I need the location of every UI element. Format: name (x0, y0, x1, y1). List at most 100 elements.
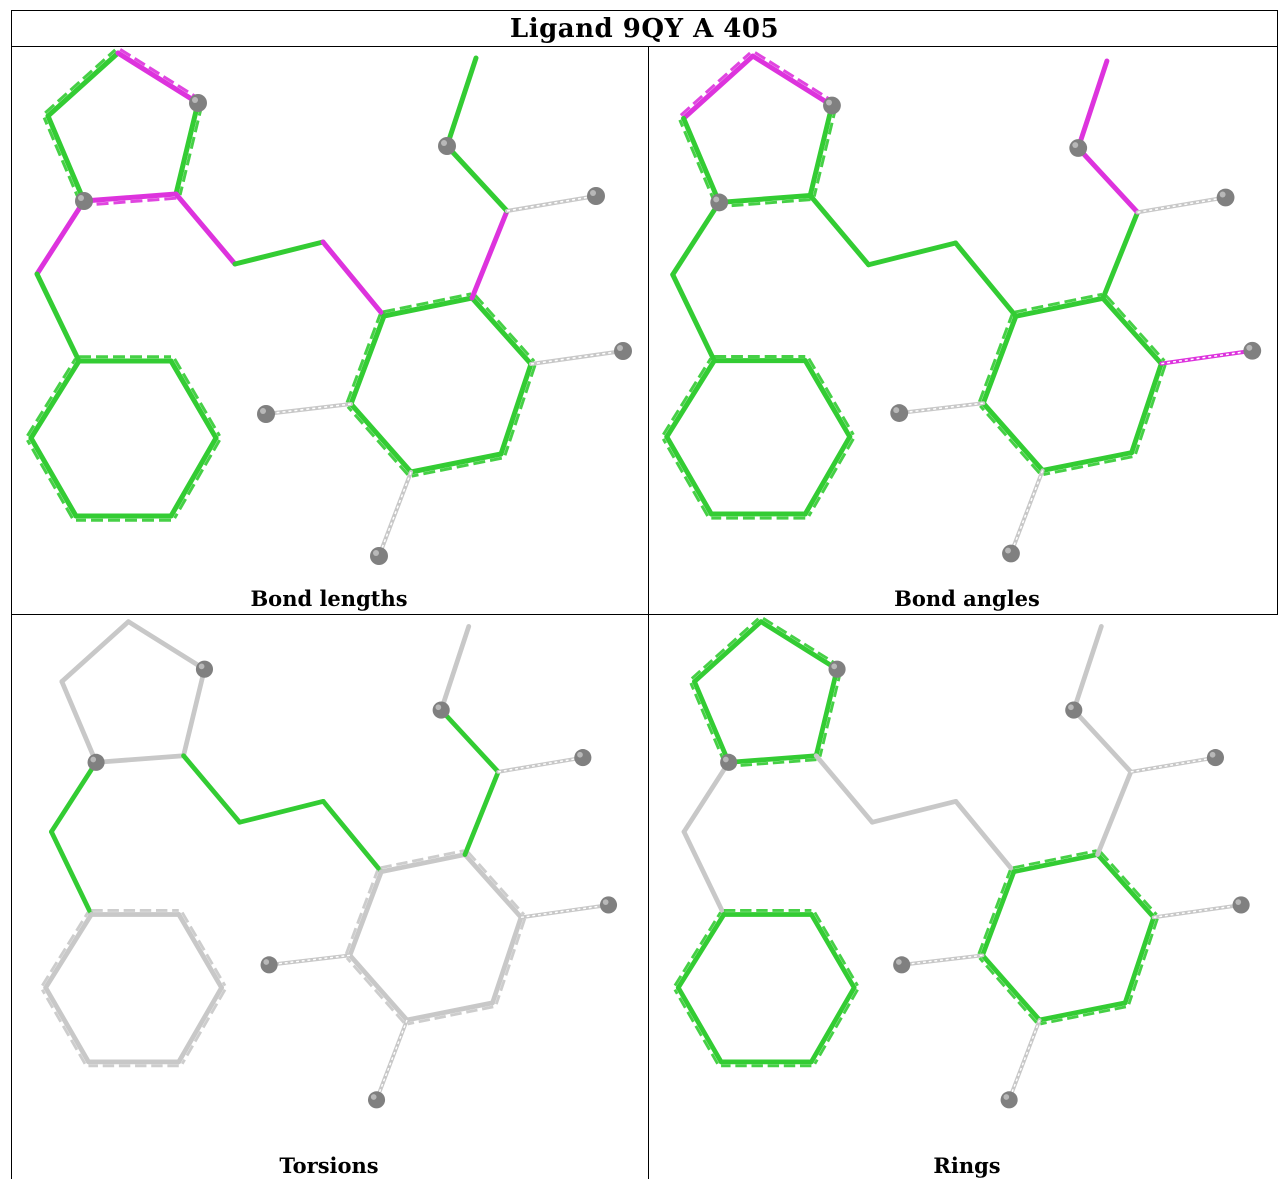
aromatic-dash (807, 357, 855, 436)
chain-bond (1075, 145, 1141, 215)
ring-bond (378, 852, 468, 875)
atom-sphere (370, 547, 388, 565)
ring-bond (115, 50, 201, 106)
chain-bond (869, 798, 959, 825)
atom-sphere (189, 94, 207, 112)
ring-bond (347, 952, 410, 1023)
aromatic-dash (1040, 1005, 1127, 1026)
atom-highlight (590, 190, 596, 196)
atom-highlight (192, 97, 198, 103)
atom-sphere (720, 753, 738, 771)
ring-bond (809, 912, 857, 991)
atom-highlight (373, 550, 379, 556)
atom-sphere (75, 192, 93, 210)
ring-bond (462, 852, 524, 920)
aromatic-dash (661, 438, 709, 517)
atom-highlight (198, 663, 205, 670)
chain-bond (469, 208, 510, 301)
aromatic-dash (1012, 849, 1098, 870)
aromatic-dash (407, 1005, 494, 1026)
chain-bond (1075, 58, 1110, 151)
aromatic-dash (503, 364, 537, 456)
atom-sphere (87, 753, 105, 771)
ring-bond (980, 400, 1046, 473)
ring-bond (381, 295, 475, 319)
atom-highlight (831, 663, 838, 670)
ring-bond (498, 361, 534, 457)
ring-bond (664, 358, 717, 440)
aromatic-dash (662, 357, 713, 436)
panel-rings (673, 617, 1250, 1109)
atom-highlight (260, 408, 266, 414)
atom-sphere (823, 96, 841, 115)
chain-bond (1095, 769, 1134, 857)
frame-top (11, 10, 1278, 11)
chain-bond (34, 271, 82, 364)
chain-bond (444, 143, 510, 214)
ring-bond (980, 313, 1019, 406)
aromatic-dash (673, 988, 719, 1065)
ring-bond (43, 912, 94, 991)
aromatic-dash (813, 911, 859, 987)
ring-bond (802, 358, 853, 440)
ring-bond (168, 358, 219, 441)
atom-highlight (617, 345, 623, 351)
ring-bond (348, 313, 387, 407)
ring-bond (726, 753, 819, 765)
aromatic-dash (679, 51, 752, 117)
ring-bond (1095, 852, 1157, 920)
aromatic-dash (40, 988, 87, 1065)
aromatic-dash (41, 911, 90, 987)
atom-sphere (587, 187, 605, 205)
title-divider (11, 46, 1278, 47)
ring-bond (813, 666, 840, 759)
aromatic-dash (1014, 292, 1103, 314)
substituent-stripe (1008, 1019, 1041, 1101)
atom-highlight (1219, 191, 1226, 198)
ring-bond (802, 434, 853, 517)
atom-sphere (599, 896, 618, 914)
caption-rings: Rings (933, 1153, 1001, 1178)
ring-bond (28, 358, 82, 441)
caption-bond-lengths: Bond lengths (250, 586, 408, 611)
ring-bond (692, 619, 764, 684)
atom-highlight (1209, 751, 1216, 758)
ring-bond (404, 1000, 495, 1023)
ring-bond (807, 103, 835, 198)
substituent-stripe (265, 403, 352, 415)
ring-bond (93, 753, 186, 765)
atom-sphere (260, 956, 278, 974)
chain-bond (866, 240, 959, 268)
aromatic-dash (474, 294, 536, 363)
aromatic-dash (812, 106, 838, 197)
atom-highlight (441, 140, 447, 146)
chain-bond (953, 798, 1017, 875)
atom-highlight (1235, 899, 1242, 905)
atom-highlight (370, 1094, 377, 1100)
chain-bond (438, 707, 501, 775)
ring-bond (59, 679, 99, 765)
atom-sphere (614, 342, 632, 360)
ring-bond (980, 869, 1017, 958)
aromatic-dash (678, 119, 717, 205)
atom-highlight (577, 751, 583, 758)
chain-bond (49, 829, 94, 917)
aromatic-dash (978, 314, 1014, 403)
atom-sphere (257, 405, 275, 423)
panel-torsions (40, 619, 618, 1109)
aromatic-dash (690, 617, 760, 680)
atom-highlight (78, 195, 84, 201)
atom-sphere (710, 193, 729, 212)
substituent-stripe (901, 954, 983, 966)
ring-bond (45, 113, 87, 204)
substituent-stripe (269, 954, 350, 966)
atom-sphere (893, 956, 911, 974)
chain-bond (49, 759, 99, 835)
aromatic-dash (84, 196, 177, 207)
ring-bond (173, 100, 201, 197)
chain-bond (462, 769, 501, 857)
atom-sphere (1216, 188, 1235, 207)
ring-bond (347, 869, 384, 958)
aromatic-dash (1043, 455, 1133, 476)
aromatic-dash (1099, 850, 1158, 916)
